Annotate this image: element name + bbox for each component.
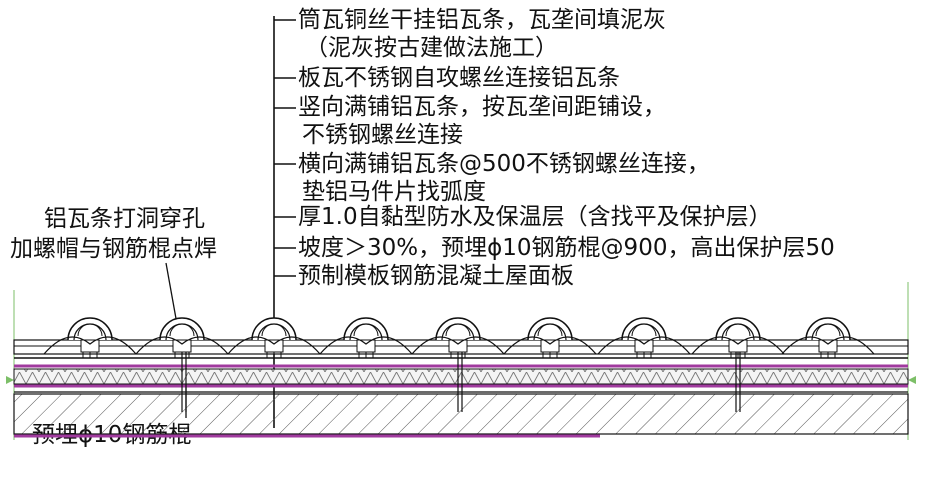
- barrel-tile: [503, 317, 597, 358]
- callout-2: 板瓦不锈钢自攻螺丝连接铝瓦条: [298, 65, 620, 91]
- callout-4b: 垫铝马件片找弧度: [302, 179, 486, 205]
- callout-5: 厚1.0自黏型防水及保温层（含找平及保护层）: [298, 204, 772, 230]
- barrel-tile: [411, 317, 505, 358]
- callouts-right: 筒瓦铜丝干挂铝瓦条，瓦垄间填泥灰 （泥灰按古建做法施工） 板瓦不锈钢自攻螺丝连接…: [298, 7, 835, 289]
- barrel-tile: [691, 317, 785, 358]
- insulation-layer: [13, 368, 909, 385]
- roof-layers: [6, 282, 916, 440]
- concrete-slab: [13, 393, 909, 435]
- callout-6: 坡度＞30%，预埋ϕ10钢筋棍@900，高出保护层50: [298, 235, 835, 261]
- callout-3b: 不锈钢螺丝连接: [302, 122, 463, 148]
- callout-3: 竖向满铺铝瓦条，按瓦垄间距铺设，: [298, 94, 666, 120]
- barrel-tiles: [43, 317, 875, 358]
- barrel-tile: [597, 317, 691, 358]
- embedded-rebars: [181, 352, 741, 412]
- callout-1b: （泥灰按古建做法施工）: [305, 35, 558, 61]
- barrel-tile: [319, 317, 413, 358]
- callout-left-top-1: 铝瓦条打洞穿孔: [44, 206, 205, 232]
- barrel-tile: [135, 317, 229, 358]
- callout-7: 预制模板钢筋混凝土屋面板: [298, 263, 574, 289]
- callout-4: 横向满铺铝瓦条@500不锈钢螺丝连接，: [298, 151, 710, 177]
- barrel-tile: [227, 317, 321, 358]
- callout-ticks: [274, 19, 296, 277]
- barrel-tile: [43, 317, 137, 358]
- callout-left-top-2: 加螺帽与钢筋棍点焊: [10, 236, 217, 262]
- barrel-tile: [781, 317, 875, 358]
- callout-1: 筒瓦铜丝干挂铝瓦条，瓦垄间填泥灰: [298, 7, 666, 33]
